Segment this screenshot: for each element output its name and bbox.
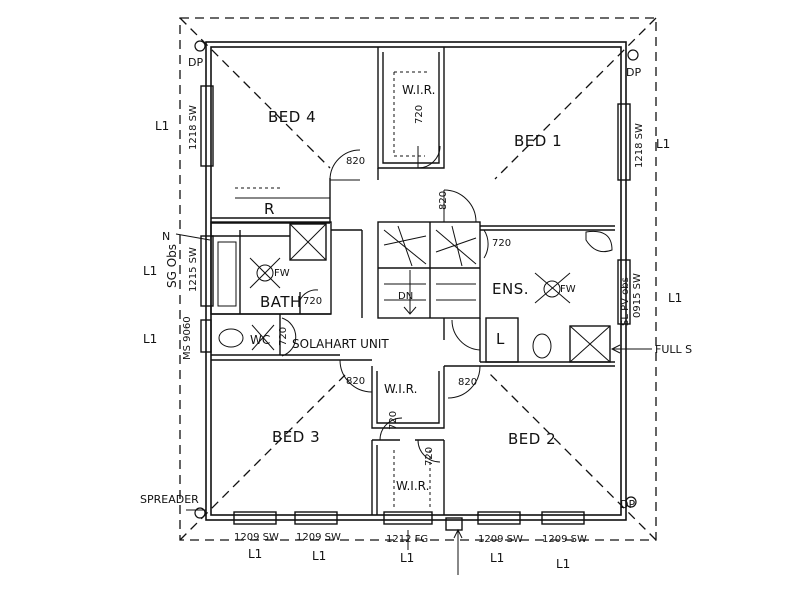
door-swings xyxy=(281,145,489,463)
door-720-wir-mid: 720 xyxy=(388,411,399,430)
solahart-unit-label: SOLAHART UNIT xyxy=(292,337,389,351)
room-bed4-label: BED 4 xyxy=(268,108,316,126)
sg-obs-label: SG Obs xyxy=(165,244,179,288)
downpipe-label-top-right: DP xyxy=(626,66,641,79)
room-wir-top-label: W.I.R. xyxy=(402,83,435,97)
room-wir-bottom-label: W.I.R. xyxy=(396,479,429,493)
full-s-label: FULL S xyxy=(655,343,692,356)
window-1218-right: 1218 SW xyxy=(634,123,645,168)
l1-left-1: L1 xyxy=(155,119,169,133)
l1-left-3: L1 xyxy=(143,332,157,346)
l1-left-2: L1 xyxy=(143,264,157,278)
room-bath-label: BATH xyxy=(260,293,302,311)
roof-outline xyxy=(179,17,657,541)
door-720-wir-top: 720 xyxy=(414,105,425,124)
room-linen-label: L xyxy=(496,330,505,348)
door-820-bed3: 820 xyxy=(346,376,365,387)
room-ens-label: ENS. xyxy=(492,280,529,298)
window-1209-c: 1209 SW xyxy=(478,534,523,545)
room-bed2-label: BED 2 xyxy=(508,430,556,448)
window-1209-b: 1209 SW xyxy=(296,532,341,543)
windows xyxy=(200,85,631,531)
l1-right-1: L1 xyxy=(656,137,670,151)
interior-walls xyxy=(210,47,615,515)
door-720-wir-bottom: 720 xyxy=(424,447,435,466)
door-820-bed2: 820 xyxy=(458,377,477,388)
door-820-bed4: 820 xyxy=(346,156,365,167)
room-wir-mid-label: W.I.R. xyxy=(384,382,417,396)
window-1209-d: 1209 SW xyxy=(542,534,587,545)
door-820-stair: 820 xyxy=(438,191,449,210)
window-9060: MS 9060 xyxy=(182,316,193,360)
spreader-label: SPREADER xyxy=(140,493,199,506)
l1-bottom-3: L1 xyxy=(400,551,414,565)
door-720-wc: 720 xyxy=(278,327,289,346)
window-1212: 1212 FG xyxy=(386,534,428,545)
sl-pv-obs-label: SL PV obs xyxy=(620,277,631,326)
door-720-bath: 720 xyxy=(303,296,322,307)
window-1218-left: 1218 SW xyxy=(188,105,199,150)
room-robe-label: R xyxy=(264,200,275,218)
north-mark-label: N xyxy=(162,230,170,243)
window-1209-a: 1209 SW xyxy=(234,532,279,543)
stair-down-label: DN xyxy=(398,291,413,302)
exhaust-fan-bath-label: FW xyxy=(274,268,290,279)
window-0915: 0915 SW xyxy=(632,273,643,318)
l1-bottom-2: L1 xyxy=(312,549,326,563)
room-bed1-label: BED 1 xyxy=(514,132,562,150)
exhaust-fan-ens-label: FW xyxy=(560,284,576,295)
l1-bottom-4: L1 xyxy=(490,551,504,565)
l1-right-2: L1 xyxy=(668,291,682,305)
plan-linework xyxy=(175,17,657,575)
exhaust-fans xyxy=(249,257,571,351)
room-bed3-label: BED 3 xyxy=(272,428,320,446)
window-1215: 1215 SW xyxy=(188,247,199,292)
l1-bottom-5: L1 xyxy=(556,557,570,571)
downpipe-label-top-left: DP xyxy=(188,56,203,69)
room-wc-label: WC xyxy=(250,333,270,347)
l1-bottom-1: L1 xyxy=(248,547,262,561)
downpipes xyxy=(194,40,639,519)
leaders xyxy=(175,233,652,575)
door-720-ens: 720 xyxy=(492,238,511,249)
downpipe-label-bottom-right: DP xyxy=(620,498,635,511)
